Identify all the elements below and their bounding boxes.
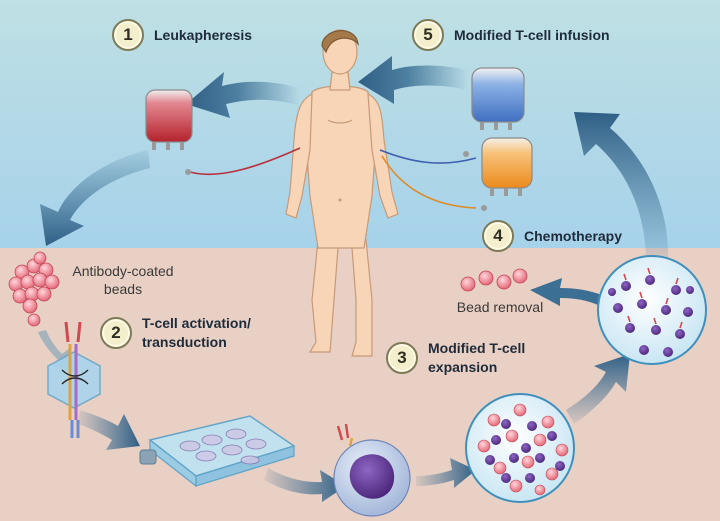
patient-figure — [285, 29, 399, 357]
chemotherapy-bag — [481, 137, 533, 211]
step-2-text-line1: T-cell activation/ — [142, 315, 251, 331]
cycle-arrows — [38, 56, 669, 502]
step-4-badge: 4 — [482, 220, 514, 252]
beads-caption: Antibody-coated beads — [58, 262, 188, 298]
step-5-label: 5 Modified T-cell infusion — [412, 19, 610, 51]
harvest-dish — [597, 255, 707, 365]
step-3-text-line2: expansion — [428, 359, 498, 375]
modified-t-cell-bag — [463, 67, 525, 157]
step-2-text: T-cell activation/ transduction — [142, 314, 251, 352]
antibody-coated-beads — [8, 251, 60, 327]
arrow-to-leukapheresis — [186, 72, 300, 118]
transduced-t-cell — [333, 423, 411, 517]
arrow-to-expansion — [416, 458, 476, 488]
arrow-to-patient — [358, 56, 468, 104]
step-3-text-line1: Modified T-cell — [428, 340, 526, 356]
step-3-label: 3 Modified T-cell expansion — [386, 339, 525, 377]
step-2-badge: 2 — [100, 317, 132, 349]
step-5-badge: 5 — [412, 19, 444, 51]
arrow-to-cell — [264, 468, 346, 502]
bead-removal-caption: Bead removal — [456, 299, 544, 315]
step-3-badge: 3 — [386, 342, 418, 374]
iv-lines — [189, 147, 477, 209]
arrow-to-harvest — [566, 354, 630, 424]
step-1-badge: 1 — [112, 19, 144, 51]
step-1-label: 1 Leukapheresis — [112, 19, 252, 51]
culture-flask — [139, 415, 296, 488]
step-3-text: Modified T-cell expansion — [428, 339, 525, 377]
beads-caption-line1: Antibody-coated — [72, 263, 174, 279]
step-1-text: Leukapheresis — [154, 27, 253, 43]
car-construct — [47, 321, 101, 438]
step-4-text: Chemotherapy — [524, 228, 623, 244]
step-2-label: 2 T-cell activation/ transduction — [100, 314, 251, 352]
arrow-to-flask — [78, 410, 140, 450]
step-4-label: 4 Chemotherapy — [482, 220, 622, 252]
beads-caption-line2: beads — [103, 281, 143, 297]
arrow-to-beads — [40, 150, 150, 246]
leukapheresis-bag — [145, 89, 193, 175]
expansion-dish — [465, 393, 575, 503]
removed-beads — [460, 268, 528, 292]
arrow-to-bead-removal — [530, 278, 604, 306]
step-5-text: Modified T-cell infusion — [454, 27, 610, 43]
arrow-to-infusion — [574, 112, 669, 262]
step-2-text-line2: transduction — [142, 334, 227, 350]
